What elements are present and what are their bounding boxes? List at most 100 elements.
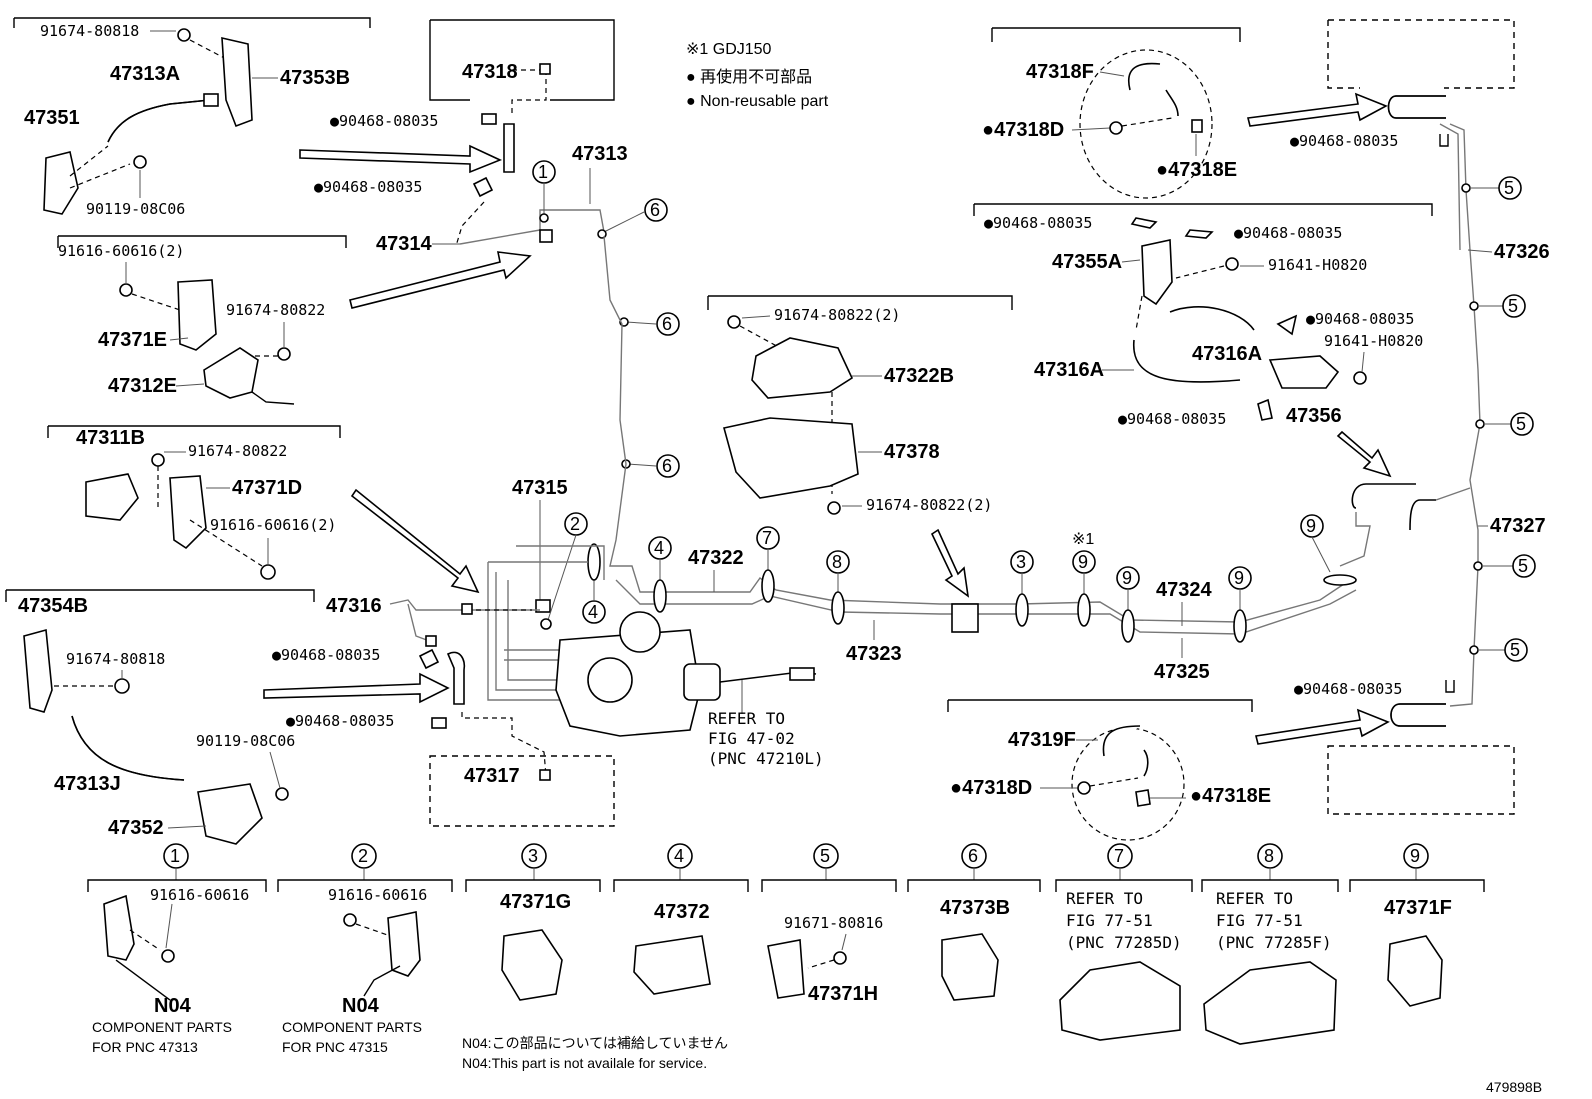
label-90119-08C06-b: 90119-08C06 [196,732,295,750]
note-nonreusable-en: ● Non-reusable part [686,93,829,110]
desc-b1-2: FOR PNC 47313 [92,1039,198,1055]
label-91616-60616: 91616-60616(2) [58,242,184,260]
label-90468-i: ●90468-08035 [1118,410,1226,428]
refer-pnc-label: (PNC 47210L) [708,749,824,768]
label-47326: 47326 [1494,241,1550,263]
label-47371D: 47371D [232,477,302,499]
svg-text:6: 6 [662,456,672,476]
svg-text:4: 4 [588,602,598,622]
refer-b7-3: (PNC 77285D) [1066,933,1182,952]
label-90468-b: ●90468-08035 [314,178,422,196]
callout-4 [582,600,606,624]
bolt-icon [1077,781,1091,795]
label-47313: 47313 [572,143,628,165]
bolt-icon [727,315,741,329]
valve-47311B [85,473,139,521]
fitting-icon [203,93,219,107]
label-91616-60616-b: 91616-60616(2) [210,516,336,534]
label-47311B: 47311B [76,427,145,449]
label-47313A: 47313A [110,63,180,85]
clip-icon [951,603,979,633]
svg-text:3: 3 [528,846,538,866]
svg-text:9: 9 [1122,568,1132,588]
label-47318: 47318 [462,61,518,83]
group-47316: 47316 ●90468-08035 ●90468-08035 47317 [272,595,615,827]
bracket-47355A [1141,239,1173,306]
label-91674-80822-2a: 91674-80822(2) [774,306,900,324]
clamp-icon [1015,593,1029,627]
bottom-parts-row: 1 91616-60616 N04 COMPONENT PARTS FOR PN… [87,843,1485,1055]
group-47313A: 91674-80818 47353B 47313A 47351 90119-08… [13,17,371,218]
refer-to-label: REFER TO [708,709,785,728]
refer-b8-1: REFER TO [1216,889,1293,908]
bolt-icon [1225,257,1239,271]
label-47356: 47356 [1286,405,1342,427]
label-b5-1: 91671-80816 [784,914,883,932]
fitting-icon [539,229,553,243]
arrow-icon [349,251,532,309]
clip-icon [1130,217,1158,229]
label-47324: 47324 [1156,579,1212,601]
group-47371E: 91616-60616(2) 91674-80822 47371E 47312E [57,235,347,405]
group-47311B: 47311B 91674-80822 47371D 91616-60616(2) [47,425,341,580]
n04-note-jp: N04:この部品については補給していません [462,1035,728,1051]
svg-text:5: 5 [1510,640,1520,660]
label-47322B: 47322B [884,365,954,387]
callout-6 [656,454,680,478]
connector-47312E [203,347,259,399]
clip-47373B [941,933,999,1001]
group-47324: 3 ※1 9 9 47324 47325 9 9 [1010,514,1357,683]
label-47355A: 47355A [1052,251,1122,273]
u-pipe-icon [1387,95,1446,119]
group-47322B: 91674-80822(2) 47322B 47378 91674-80822(… [707,295,1013,633]
clip-47371G [501,929,563,1001]
label-90468-a: ●90468-08035 [330,112,438,130]
label-47318E-b: ●47318E [1190,785,1271,807]
arrow-icon [263,672,450,704]
callout-5 [1504,638,1528,662]
hose-47316A [1169,306,1255,331]
bracket-47352 [197,783,263,845]
clip-icon [1184,229,1214,239]
bracket-icon [103,894,135,961]
label-90468-f: ●90468-08035 [984,214,1092,232]
arrow-icon [1255,708,1390,745]
svg-text:7: 7 [1114,846,1124,866]
clip-47371F [1387,935,1443,1007]
desc-b2-2: FOR PNC 47315 [282,1039,388,1055]
callout-5 [1512,554,1536,578]
clamp-icon [1121,609,1135,643]
footer-notes: N04:この部品については補給していません N04:This part is n… [462,1035,1542,1095]
label-47318D-b: ●47318D [950,777,1032,799]
bolt-icon [827,501,841,515]
svg-text:1: 1 [170,846,180,866]
svg-text:5: 5 [1504,178,1514,198]
label-47312E: 47312E [108,375,177,397]
clamp-icon [761,569,775,603]
group-47315-master: 47315 2 4 REFER TO FIG 47-02 (PNC 47210L… [470,477,824,768]
label-47318F: 47318F [1026,61,1094,83]
group-47322: 4 47322 7 8 47323 [648,526,902,665]
cover-47378 [723,417,859,499]
clip-icon [472,176,494,198]
label-47318E-a: ●47318E [1156,159,1237,181]
svg-text:4: 4 [674,846,684,866]
label-90468-c: ●90468-08035 [272,646,380,664]
arrow-icon [299,144,503,174]
bolt-icon [151,453,165,467]
svg-text:7: 7 [762,528,772,548]
clip-icon [418,648,440,670]
svg-text:3: 3 [1016,552,1026,572]
label-47317: 47317 [464,765,520,787]
bolt-icon [114,678,130,694]
svg-text:9: 9 [1234,568,1244,588]
callout-5 [1502,294,1526,318]
refer-b8-2: FIG 77-51 [1216,911,1303,930]
label-91674-80822-b: 91674-80822 [188,442,287,460]
label-90468-d: ●90468-08035 [286,712,394,730]
bracket-icon [387,911,421,977]
bracket-47351 [43,151,79,215]
svg-text:4: 4 [654,538,664,558]
label-90468-g: ●90468-08035 [1234,224,1342,242]
svg-text:2: 2 [358,846,368,866]
